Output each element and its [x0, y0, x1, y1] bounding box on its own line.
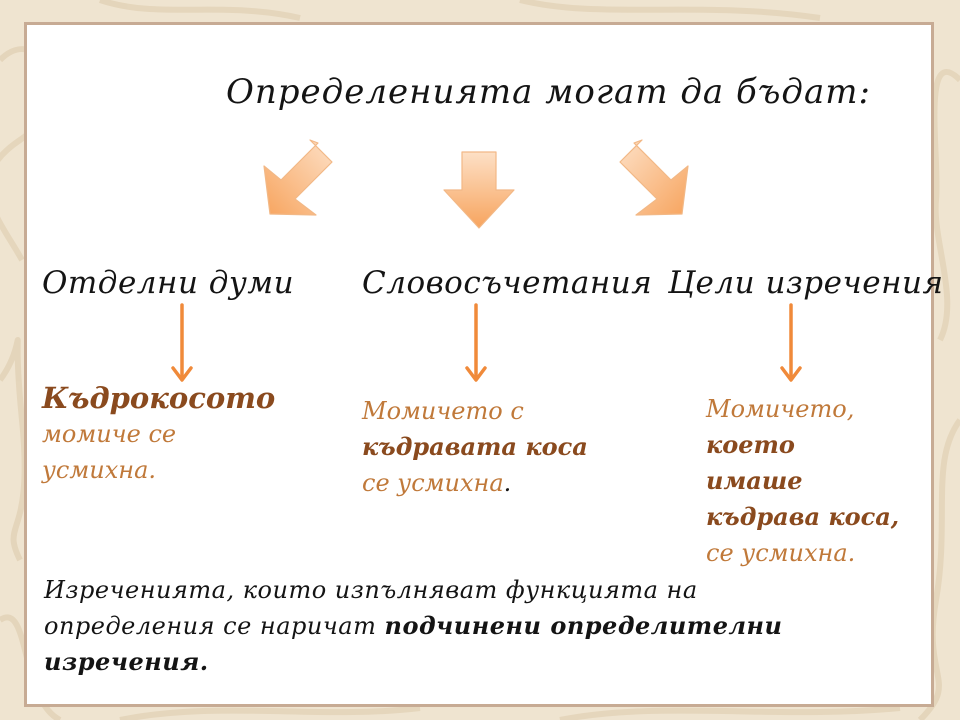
- example-line: усмихна.: [42, 456, 156, 484]
- slide-panel: [24, 22, 934, 707]
- example-bold-word: Къдрокосото: [42, 381, 276, 415]
- example-bold-clause: имаше: [706, 466, 803, 495]
- heading-phrases: Словосъчетания: [362, 265, 653, 301]
- big-arrow-down-right-icon: [619, 139, 689, 216]
- definition-term: подчинени определителни: [384, 611, 783, 640]
- definition-line-wrap: определения се наричат подчинени определ…: [44, 608, 904, 644]
- heading-whole-sentences: Цели изречения: [668, 265, 944, 301]
- example-bold-clause: къдрава коса,: [706, 502, 900, 531]
- example-bold-phrase: къдравата коса: [362, 432, 588, 461]
- example-whole-sentences: Момичето, което имаше къдрава коса, се у…: [706, 391, 899, 571]
- example-line: Момичето с: [362, 397, 524, 425]
- example-period: .: [503, 469, 512, 497]
- definition-term: изречения.: [44, 647, 209, 676]
- example-single-words: Къдрокосото момиче се усмихна.: [42, 380, 275, 488]
- definition-line: Изреченията, които изпълняват функцията …: [44, 576, 698, 604]
- example-line: се усмихна.: [706, 539, 856, 567]
- thin-arrow-down-icon: [780, 303, 802, 382]
- example-line: се усмихна: [362, 469, 504, 497]
- slide-title: Определенията могат да бъдат:: [226, 72, 871, 112]
- definition-line: определения се наричат: [44, 612, 385, 640]
- example-line: Момичето,: [706, 395, 855, 423]
- thin-arrow-down-icon: [465, 303, 487, 382]
- heading-single-words: Отделни думи: [42, 265, 295, 301]
- example-line: момиче се: [42, 420, 177, 448]
- big-arrow-down-left-icon: [263, 139, 333, 216]
- example-bold-clause: което: [706, 430, 795, 459]
- big-arrow-down-icon: [443, 151, 515, 229]
- thin-arrow-down-icon: [171, 303, 193, 382]
- example-phrases: Момичето с къдравата коса се усмихна.: [362, 393, 588, 501]
- definition-text: Изреченията, които изпълняват функцията …: [44, 572, 904, 680]
- example-line-wrap: се усмихна.: [362, 465, 588, 501]
